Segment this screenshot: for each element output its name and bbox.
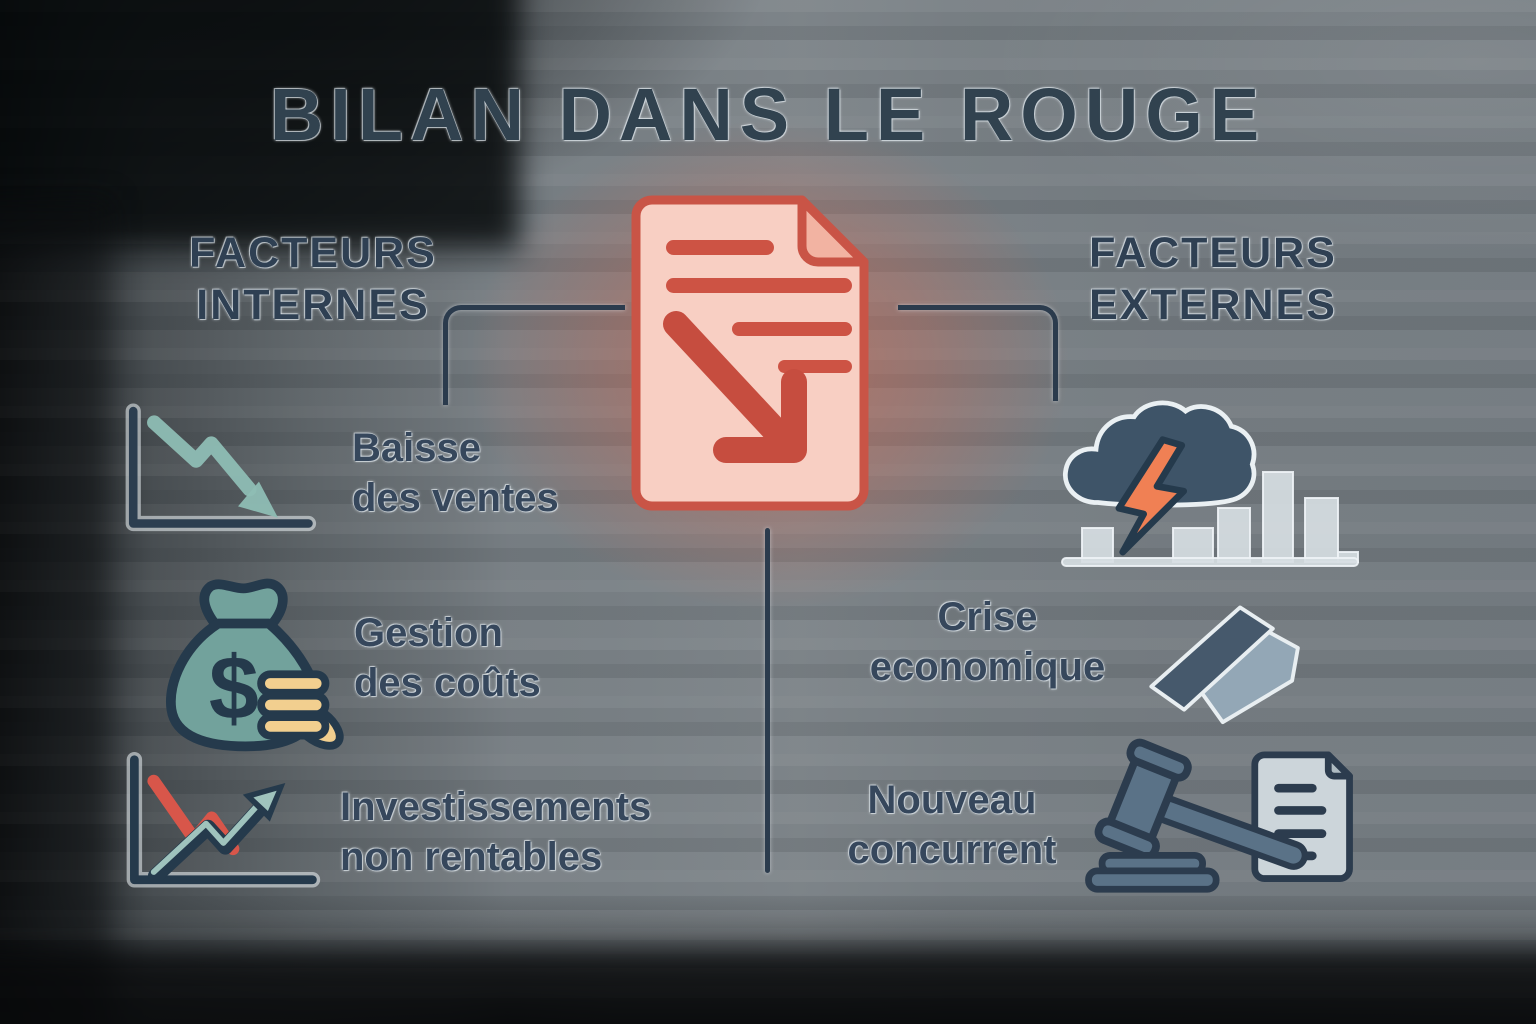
folded-banknote-icon bbox=[1145, 592, 1310, 727]
dollar-sign-icon: $ bbox=[209, 639, 259, 739]
facteurs-externes-header: FACTEURS EXTERNES bbox=[1089, 229, 1337, 329]
factor-label-nouveau-concurrent: Nouveau concurrent bbox=[847, 778, 1057, 872]
facteurs-internes-header: FACTEURS INTERNES bbox=[189, 229, 437, 329]
city-skyline-chart-icon bbox=[1060, 460, 1360, 570]
background bbox=[0, 200, 110, 1024]
unprofitable-investment-chart-icon bbox=[118, 752, 323, 902]
storm-cloud-lightning-icon bbox=[1052, 392, 1262, 556]
background bbox=[0, 950, 1536, 1024]
factor-label-investissements-non-rentables: Investissements non rentables bbox=[340, 785, 652, 879]
factor-label-crise-economique: Crise economique bbox=[869, 595, 1106, 689]
page-title: BILAN DANS LE ROUGE bbox=[269, 73, 1267, 156]
center-vertical-connector bbox=[765, 528, 770, 873]
declining-report-document-icon bbox=[620, 192, 885, 517]
right-bracket-connector bbox=[898, 305, 1058, 401]
factor-label-baisse-des-ventes: Baisse des ventes bbox=[352, 426, 559, 520]
gavel-regulation-icon bbox=[1075, 738, 1365, 900]
factor-label-gestion-des-couts: Gestion des coûts bbox=[354, 611, 541, 705]
left-bracket-connector bbox=[443, 305, 625, 405]
money-bag-icon: $ bbox=[148, 572, 344, 754]
declining-sales-chart-icon bbox=[118, 398, 318, 548]
